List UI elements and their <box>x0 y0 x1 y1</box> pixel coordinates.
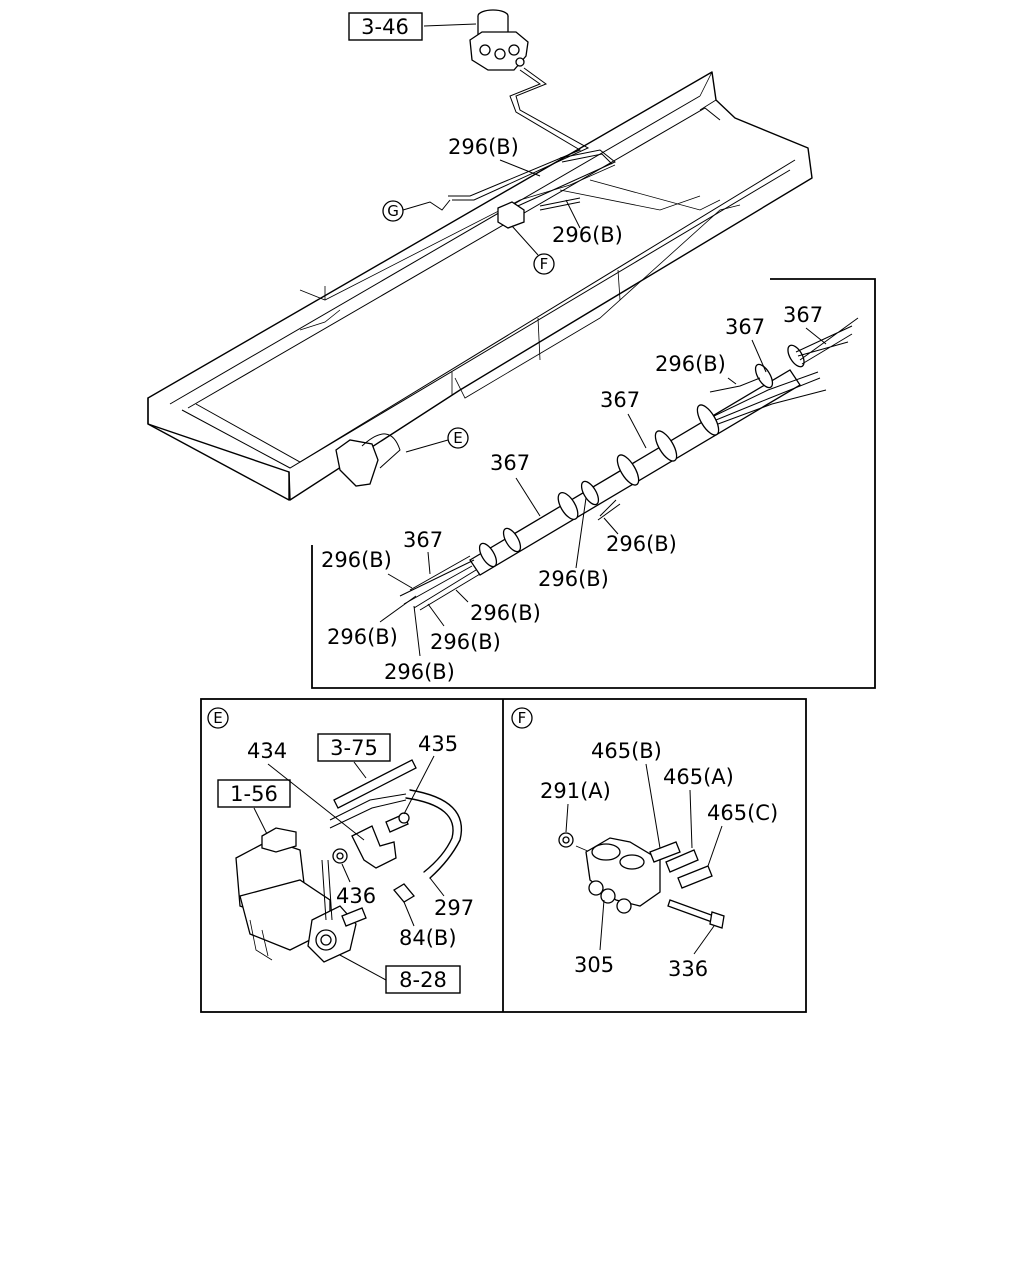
detail-f: F 465(B) 465(A) 465(C) 291(A) 305 336 <box>511 707 778 981</box>
ref-1-56-label: 1-56 <box>230 782 278 806</box>
label-f-336: 336 <box>668 957 708 981</box>
marker-e-frame-text: E <box>453 429 462 447</box>
label-e-297: 297 <box>434 896 474 920</box>
detail-frames <box>200 698 807 1013</box>
label-harness-367-c: 367 <box>600 388 640 412</box>
label-harness-367-a: 367 <box>783 303 823 327</box>
ref-8-28-label: 8-28 <box>399 968 447 992</box>
label-e-436: 436 <box>336 884 376 908</box>
detail-f-marker-text: F <box>518 709 527 727</box>
ref-box-3-46: 3-46 <box>348 12 423 41</box>
label-frame-mid-296b: 296(B) <box>552 223 623 247</box>
detail-e: E 3-75 1-56 8-28 <box>207 707 474 994</box>
label-harness-296b-5: 296(B) <box>470 601 541 625</box>
label-harness-367-b: 367 <box>725 315 765 339</box>
ref-3-75-label: 3-75 <box>330 736 378 760</box>
ref-box-1-56: 1-56 <box>217 779 291 808</box>
label-f-465c: 465(C) <box>707 801 778 825</box>
ref-box-3-75: 3-75 <box>317 733 391 762</box>
bracket-e-on-frame: E <box>335 427 469 487</box>
label-harness-296b-1: 296(B) <box>655 352 726 376</box>
label-harness-296b-6: 296(B) <box>327 625 398 649</box>
label-e-84b: 84(B) <box>399 926 457 950</box>
harness-detail-frame <box>311 278 876 689</box>
label-harness-296b-7: 296(B) <box>430 630 501 654</box>
label-e-435: 435 <box>418 732 458 756</box>
label-harness-296b-8: 296(B) <box>384 660 455 684</box>
label-f-465a: 465(A) <box>663 765 734 789</box>
marker-g-text: G <box>387 202 399 220</box>
marker-g: G <box>382 199 451 222</box>
air-valve-assembly <box>423 9 529 71</box>
label-f-305: 305 <box>574 953 614 977</box>
chassis-frame <box>147 71 813 501</box>
detail-e-marker-text: E <box>213 709 222 727</box>
marker-f-frame-text: F <box>540 255 549 273</box>
marker-f-frame: F <box>511 225 555 275</box>
harness-sleeves <box>478 344 805 568</box>
label-harness-296b-4: 296(B) <box>321 548 392 572</box>
ref-box-8-28: 8-28 <box>385 965 461 994</box>
label-harness-367-e: 367 <box>403 528 443 552</box>
label-e-434: 434 <box>247 739 287 763</box>
brake-pipes <box>448 67 616 229</box>
ref-3-46-label: 3-46 <box>361 15 409 39</box>
wire-harness <box>399 317 859 611</box>
label-f-465b: 465(B) <box>591 739 662 763</box>
label-harness-296b-3: 296(B) <box>538 567 609 591</box>
label-f-291a: 291(A) <box>540 779 611 803</box>
label-harness-296b-2: 296(B) <box>606 532 677 556</box>
label-harness-367-d: 367 <box>490 451 530 475</box>
label-frame-top-296b: 296(B) <box>448 135 519 159</box>
